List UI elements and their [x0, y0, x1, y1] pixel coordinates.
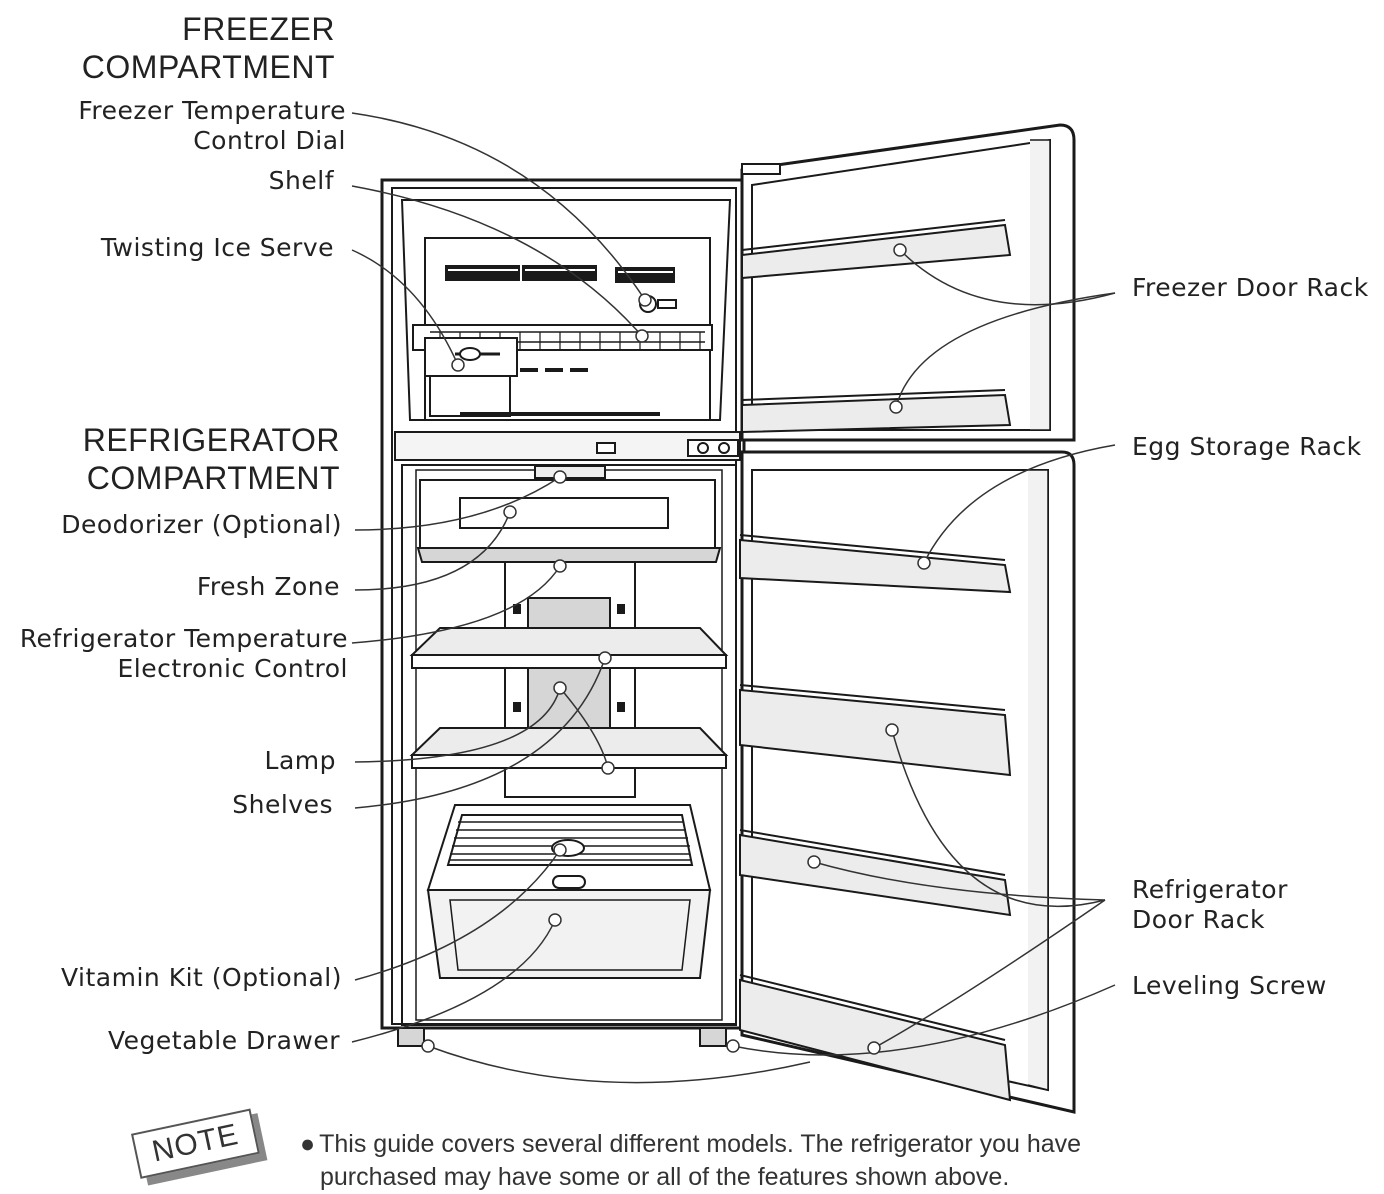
- refrigerator-door: [740, 450, 1076, 1114]
- label-egg-storage-rack: Egg Storage Rack: [1132, 432, 1362, 461]
- leveling-feet: [397, 1027, 727, 1047]
- label-leveling-screw: Leveling Screw: [1132, 971, 1327, 1000]
- freezer-door-racks: [741, 219, 1012, 434]
- glass-shelves: [409, 627, 729, 769]
- leader-lines: [351, 112, 1116, 1084]
- freezer-heading-line2: COMPARTMENT: [81, 49, 335, 85]
- freezer-door: [740, 123, 1076, 442]
- callout-dots: [421, 243, 931, 1055]
- note-line1: This guide covers several different mode…: [319, 1130, 1082, 1158]
- divider-controls: [596, 439, 739, 457]
- label-freezer-door-rack: Freezer Door Rack: [1132, 273, 1369, 302]
- freezer-heading-line1: FREEZER: [182, 11, 335, 47]
- label-shelf: Shelf: [268, 166, 334, 195]
- ice-serve: [424, 337, 518, 417]
- refrigerator-heading-line1: REFRIGERATOR: [82, 422, 340, 458]
- note-text: ●This guide covers several different mod…: [300, 1128, 1300, 1194]
- label-refrigerator-temperature-control-line1: Refrigerator Temperature: [19, 624, 348, 653]
- label-deodorizer: Deodorizer (Optional): [61, 510, 342, 539]
- label-freezer-temperature-dial-line1: Freezer Temperature: [78, 96, 346, 125]
- label-shelves: Shelves: [232, 790, 333, 819]
- label-vitamin-kit: Vitamin Kit (Optional): [60, 963, 342, 992]
- label-refrigerator-temperature-control: Refrigerator Temperature Electronic Cont…: [5, 624, 348, 684]
- label-refrigerator-door-rack: Refrigerator Door Rack: [1132, 875, 1288, 935]
- freezer-compartment-heading: FREEZER COMPARTMENT: [40, 10, 335, 86]
- label-fresh-zone: Fresh Zone: [196, 572, 340, 601]
- refrigerator-compartment-heading: REFRIGERATOR COMPARTMENT: [40, 421, 340, 497]
- label-lamp: Lamp: [264, 746, 336, 775]
- refrigerator-door-racks: [739, 534, 1012, 1102]
- note-bullet: ●: [300, 1130, 316, 1158]
- vegetable-drawer: [426, 804, 712, 979]
- label-refrigerator-temperature-control-line2: Electronic Control: [117, 654, 348, 683]
- refrigerator-heading-line2: COMPARTMENT: [86, 460, 340, 496]
- note-line2: purchased may have some or all of the fe…: [320, 1163, 1010, 1191]
- label-refrigerator-door-rack-line1: Refrigerator: [1132, 875, 1288, 904]
- label-twisting-ice-serve: Twisting Ice Serve: [100, 233, 334, 262]
- label-vegetable-drawer: Vegetable Drawer: [107, 1026, 340, 1055]
- label-freezer-temperature-dial-line2: Control Dial: [193, 126, 346, 155]
- fresh-zone: [416, 465, 722, 563]
- freezer-floor: [460, 368, 660, 416]
- freezer-vents: [445, 265, 675, 283]
- label-freezer-temperature-dial: Freezer Temperature Control Dial: [40, 96, 346, 156]
- label-refrigerator-door-rack-line2: Door Rack: [1132, 905, 1265, 934]
